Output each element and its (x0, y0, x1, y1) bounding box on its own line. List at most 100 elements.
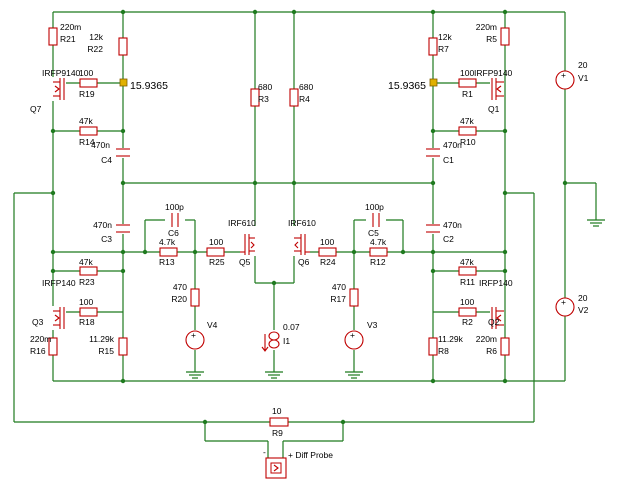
resistor-R12: 4.7k R12 (369, 237, 388, 267)
svg-text:15.9365: 15.9365 (388, 80, 426, 92)
svg-text:R22: R22 (87, 44, 103, 54)
svg-text:R20: R20 (171, 294, 187, 304)
resistor-R3: 680 R3 (250, 82, 272, 107)
svg-text:100: 100 (79, 68, 93, 78)
svg-text:100: 100 (209, 237, 223, 247)
svg-text:220m: 220m (476, 22, 497, 32)
svg-text:470: 470 (332, 282, 346, 292)
svg-text:R14: R14 (79, 137, 95, 147)
svg-text:15.9365: 15.9365 (130, 80, 168, 92)
svg-text:R16: R16 (30, 346, 46, 356)
svg-text:R5: R5 (486, 34, 497, 44)
svg-text:C4: C4 (101, 155, 112, 165)
capacitor-C4: 470n C4 (91, 140, 130, 165)
svg-text:V1: V1 (578, 73, 589, 83)
svg-text:R23: R23 (79, 277, 95, 287)
svg-text:47k: 47k (460, 116, 474, 126)
svg-text:+: + (350, 330, 355, 340)
svg-text:100: 100 (460, 297, 474, 307)
mosfet-Q2: IRFP140 Q2 (479, 278, 513, 330)
resistor-R6: 220m R6 (476, 334, 510, 356)
resistor-R17: 470 R17 (330, 282, 359, 307)
svg-text:10: 10 (272, 406, 282, 416)
svg-text:+ Diff Probe: + Diff Probe (288, 450, 333, 460)
svg-text:IRF610: IRF610 (288, 218, 316, 228)
svg-text:11.29k: 11.29k (438, 334, 464, 344)
svg-text:R3: R3 (258, 94, 269, 104)
svg-text:IRFP140: IRFP140 (479, 278, 513, 288)
svg-text:+: + (561, 297, 566, 307)
resistor-R8: 11.29k R8 (428, 334, 464, 356)
svg-text:IRF610: IRF610 (228, 218, 256, 228)
resistor-R2: 100 R2 (458, 297, 477, 327)
svg-text:47k: 47k (79, 116, 93, 126)
capacitor-C1: 470n C1 (426, 140, 462, 165)
current-source-I1: 0.07 I1 (261, 322, 300, 352)
svg-text:20: 20 (578, 60, 588, 70)
svg-text:R24: R24 (320, 257, 336, 267)
svg-text:Q1: Q1 (488, 104, 500, 114)
svg-text:R19: R19 (79, 89, 95, 99)
svg-text:IRFP9140: IRFP9140 (42, 68, 81, 78)
ground-i1-icon (265, 371, 283, 379)
resistor-R15: 11.29k R15 (89, 334, 128, 356)
svg-text:R2: R2 (462, 317, 473, 327)
mosfet-Q5: IRF610 Q5 (228, 218, 256, 267)
svg-text:Q3: Q3 (32, 317, 44, 327)
resistor-R24: 100 R24 (318, 237, 337, 267)
svg-text:C6: C6 (168, 228, 179, 238)
voltage-probe-right: 15.9365 (388, 78, 438, 92)
svg-text:680: 680 (299, 82, 313, 92)
svg-text:R25: R25 (209, 257, 225, 267)
resistor-R16: 220m R16 (30, 334, 58, 356)
resistor-R23: 47k R23 (79, 257, 98, 287)
svg-text:R9: R9 (272, 428, 283, 438)
resistor-R9: 10 R9 (269, 406, 289, 438)
svg-text:C2: C2 (443, 234, 454, 244)
svg-text:R13: R13 (159, 257, 175, 267)
svg-text:R18: R18 (79, 317, 95, 327)
svg-text:470: 470 (173, 282, 187, 292)
resistor-R14: 47k R14 (79, 116, 98, 147)
resistor-R21: 220m R21 (48, 22, 81, 46)
resistor-R7: 12k R7 (428, 32, 452, 56)
svg-text:+: + (191, 330, 196, 340)
voltage-source-V1: + 20 V1 (555, 60, 589, 90)
voltage-source-V4: + V4 (185, 320, 218, 350)
svg-text:680: 680 (258, 82, 272, 92)
svg-text:R21: R21 (60, 34, 76, 44)
svg-text:470n: 470n (93, 220, 112, 230)
ground-supply-icon (587, 219, 605, 227)
mosfet-Q7: IRFP9140 Q7 (30, 68, 81, 114)
capacitor-C3: 470n C3 (93, 220, 130, 244)
svg-text:R12: R12 (370, 257, 386, 267)
svg-text:100: 100 (79, 297, 93, 307)
svg-text:C3: C3 (101, 234, 112, 244)
svg-text:R8: R8 (438, 346, 449, 356)
svg-text:IRFP9140: IRFP9140 (474, 68, 513, 78)
resistor-R20: 470 R20 (171, 282, 200, 307)
svg-text:IRFP140: IRFP140 (42, 278, 76, 288)
svg-text:4.7k: 4.7k (159, 237, 176, 247)
svg-text:0.07: 0.07 (283, 322, 300, 332)
voltage-source-V3: + V3 (344, 320, 378, 350)
svg-text:Q2: Q2 (488, 317, 500, 327)
resistor-R4: 680 R4 (289, 82, 313, 107)
svg-text:220m: 220m (30, 334, 51, 344)
resistor-R25: 100 R25 (206, 237, 225, 267)
svg-text:11.29k: 11.29k (89, 334, 115, 344)
resistor-R11: 47k R11 (458, 257, 477, 287)
svg-text:R11: R11 (460, 277, 475, 287)
svg-text:470n: 470n (443, 140, 462, 150)
svg-text:Q5: Q5 (239, 257, 251, 267)
capacitor-C2: 470n C2 (426, 220, 462, 244)
svg-text:100: 100 (460, 68, 474, 78)
junctions (50, 9, 568, 425)
svg-text:R6: R6 (486, 346, 497, 356)
mosfet-Q1: IRFP9140 Q1 (474, 68, 513, 114)
ground-v4-icon (186, 371, 204, 379)
capacitor-C5: 100p C5 (365, 202, 384, 238)
svg-text:470n: 470n (91, 140, 110, 150)
svg-text:100p: 100p (365, 202, 384, 212)
